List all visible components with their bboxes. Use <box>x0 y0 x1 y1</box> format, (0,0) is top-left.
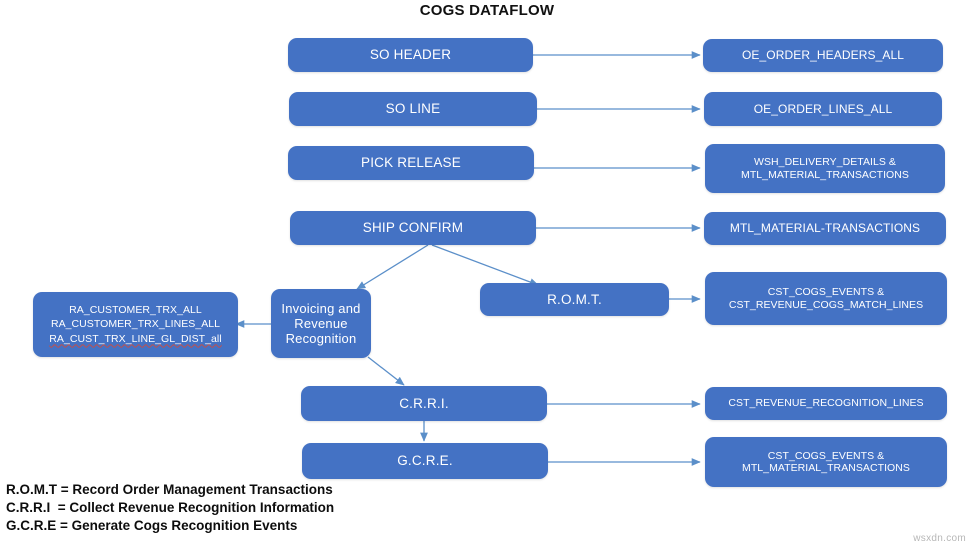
node-pick-release-label: PICK RELEASE <box>361 155 461 171</box>
connector-ship-confirm-to-invoicing <box>356 244 429 290</box>
node-gcre-label: G.C.R.E. <box>397 453 453 469</box>
node-romt-label: R.O.M.T. <box>547 291 602 307</box>
node-ship-confirm[interactable]: SHIP CONFIRM <box>290 211 536 245</box>
node-oe-order-lines-all-label: OE_ORDER_LINES_ALL <box>753 101 893 116</box>
node-cst-cogs-events-match-label: CST_COGS_EVENTS & CST_REVENUE_COGS_MATCH… <box>728 286 924 311</box>
connector-invoicing-to-crri <box>367 356 405 386</box>
node-so-header-label: SO HEADER <box>369 47 452 63</box>
node-ra-customer-trx-line2: RA_CUSTOMER_TRX_LINES_ALL <box>50 318 221 331</box>
node-oe-order-lines-all[interactable]: OE_ORDER_LINES_ALL <box>704 92 942 126</box>
node-wsh-delivery-details-label: WSH_DELIVERY_DETAILS & MTL_MATERIAL_TRAN… <box>741 156 909 181</box>
legend-item-crri: C.R.R.I = Collect Revenue Recognition In… <box>6 499 335 515</box>
legend-item-romt: R.O.M.T = Record Order Management Transa… <box>6 482 333 497</box>
node-ra-customer-trx[interactable]: RA_CUSTOMER_TRX_ALL RA_CUSTOMER_TRX_LINE… <box>33 292 238 357</box>
node-pick-release[interactable]: PICK RELEASE <box>288 146 534 180</box>
node-cst-cogs-events-match[interactable]: CST_COGS_EVENTS & CST_REVENUE_COGS_MATCH… <box>705 272 947 325</box>
node-wsh-delivery-details[interactable]: WSH_DELIVERY_DETAILS & MTL_MATERIAL_TRAN… <box>705 144 945 193</box>
node-oe-order-headers-all-label: OE_ORDER_HEADERS_ALL <box>741 48 905 63</box>
legend: R.O.M.T = Record Order Management Transa… <box>6 481 334 534</box>
node-mtl-material-transactions[interactable]: MTL_MATERIAL-TRANSACTIONS <box>704 212 946 245</box>
page-title: COGS DATAFLOW <box>419 2 555 19</box>
node-ra-customer-trx-line1: RA_CUSTOMER_TRX_ALL <box>69 304 202 317</box>
node-invoicing-revenue-recognition[interactable]: Invoicing and Revenue Recognition <box>271 289 371 358</box>
node-ra-customer-trx-line3: RA_CUST_TRX_LINE_GL_DIST_all <box>49 332 222 345</box>
node-crri-label: C.R.R.I. <box>399 395 449 411</box>
node-gcre[interactable]: G.C.R.E. <box>302 443 548 479</box>
node-oe-order-headers-all[interactable]: OE_ORDER_HEADERS_ALL <box>703 39 943 72</box>
node-romt[interactable]: R.O.M.T. <box>480 283 669 316</box>
node-so-line[interactable]: SO LINE <box>289 92 537 126</box>
node-invoicing-revenue-recognition-label: Invoicing and Revenue Recognition <box>281 300 361 347</box>
node-cst-cogs-events-mtl[interactable]: CST_COGS_EVENTS & MTL_MATERIAL_TRANSACTI… <box>705 437 947 487</box>
node-so-line-label: SO LINE <box>385 101 441 117</box>
node-so-header[interactable]: SO HEADER <box>288 38 533 72</box>
connector-ship-confirm-to-romt <box>431 244 539 286</box>
node-cst-revenue-recognition-lines[interactable]: CST_REVENUE_RECOGNITION_LINES <box>705 387 947 420</box>
node-cst-cogs-events-mtl-label: CST_COGS_EVENTS & MTL_MATERIAL_TRANSACTI… <box>742 449 910 474</box>
node-ship-confirm-label: SHIP CONFIRM <box>362 220 464 236</box>
node-crri[interactable]: C.R.R.I. <box>301 386 547 421</box>
node-mtl-material-transactions-label: MTL_MATERIAL-TRANSACTIONS <box>729 221 921 236</box>
node-cst-revenue-recognition-lines-label: CST_REVENUE_RECOGNITION_LINES <box>728 397 924 410</box>
watermark: wsxdn.com <box>913 533 966 544</box>
legend-item-gcre: G.C.R.E = Generate Cogs Recognition Even… <box>6 517 298 533</box>
